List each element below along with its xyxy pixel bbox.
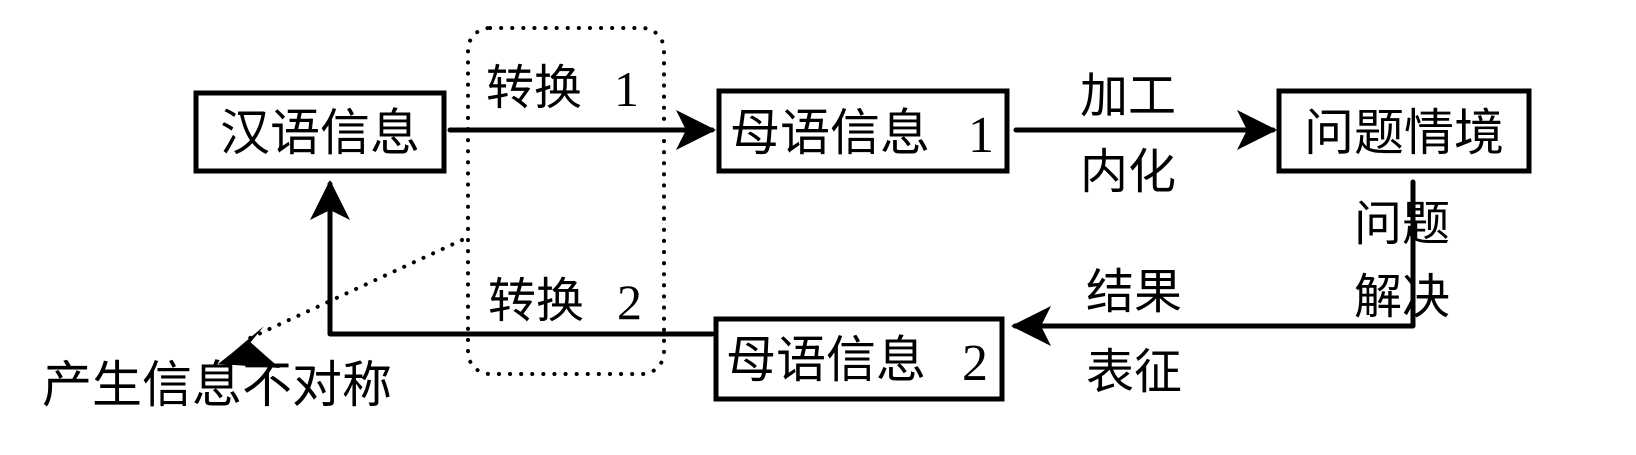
node-native-info-1: 母语信息 1 xyxy=(716,88,1010,174)
arrow-problem-solving xyxy=(1011,179,1416,346)
arrow-asymmetry-head-fill xyxy=(219,326,280,368)
edge-problem-solving-line1: 问题 xyxy=(1354,196,1450,252)
edge-conversion-1-index: 1 xyxy=(614,61,639,117)
node-problem-situation-label: 问题情境 xyxy=(1304,104,1504,162)
node-chinese-info-label: 汉语信息 xyxy=(220,104,420,162)
node-native-info-1-index: 1 xyxy=(968,107,994,164)
conversion-region xyxy=(466,26,666,376)
edge-processing-line1: 加工 xyxy=(1080,68,1176,124)
node-native-info-2: 母语信息 2 xyxy=(713,316,1005,402)
arrow-conversion-2 xyxy=(310,180,715,337)
edge-result-representation-line2: 表征 xyxy=(1086,344,1182,400)
node-native-info-2-index: 2 xyxy=(962,335,988,392)
edge-result-representation-line1: 结果 xyxy=(1086,264,1182,320)
arrow-asymmetry xyxy=(248,238,464,340)
node-native-info-1-label: 母语信息 xyxy=(730,104,930,162)
node-problem-situation: 问题情境 xyxy=(1276,88,1532,174)
edge-problem-solving-line2: 解决 xyxy=(1354,269,1450,325)
node-native-info-2-label: 母语信息 xyxy=(726,331,926,389)
edge-conversion-2-index: 2 xyxy=(617,274,642,330)
annotation-information-asymmetry: 产生信息不对称 xyxy=(42,356,392,414)
edge-processing-line2: 内化 xyxy=(1080,144,1176,200)
node-chinese-info: 汉语信息 xyxy=(193,90,447,174)
edge-conversion-2-label: 转换 xyxy=(488,273,584,329)
edge-conversion-1-label: 转换 xyxy=(486,60,582,116)
